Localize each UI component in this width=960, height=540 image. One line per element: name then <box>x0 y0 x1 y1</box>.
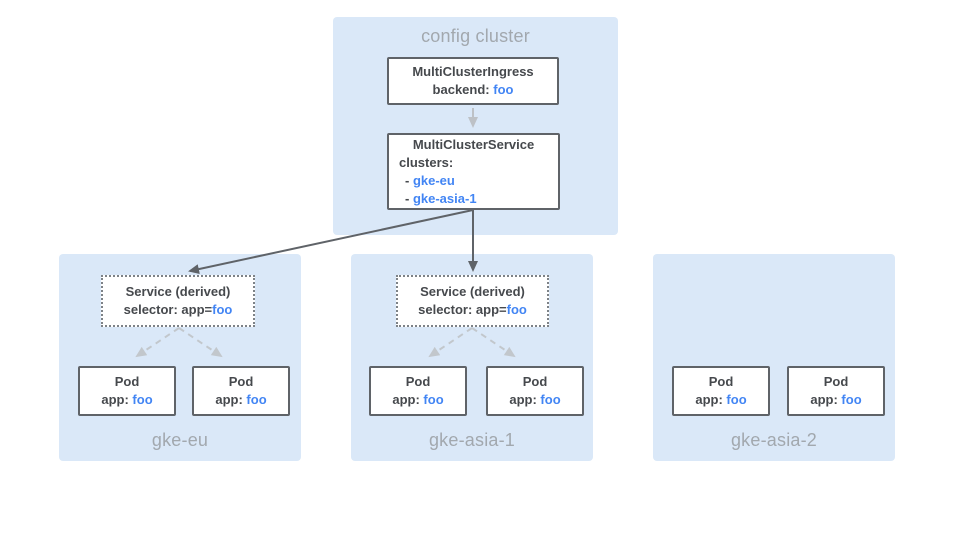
list-item-name: gke-asia-1 <box>412 190 477 206</box>
app-value: foo <box>246 392 267 407</box>
app-value: foo <box>540 392 561 407</box>
pod-title: Pod <box>228 374 254 389</box>
selector-label: selector: app= <box>418 302 507 317</box>
pod-box: Pod app: foo <box>78 366 176 416</box>
app-label: app: <box>509 392 541 407</box>
multiclusterservice-box: MultiClusterService clusters: - gke-eu -… <box>387 133 560 210</box>
config-cluster-label: config cluster <box>421 26 530 46</box>
multiclusteringress-backend-line: backend: foo <box>389 81 557 99</box>
cluster-label-gke-eu: gke-eu <box>151 430 209 450</box>
list-item-prefix: - <box>405 190 413 206</box>
cluster-list-item: - gke-eu <box>399 172 558 190</box>
pod-app-line: app: foo <box>488 391 582 409</box>
list-item-prefix: - <box>405 172 413 188</box>
derived-service-title: Service (derived) <box>420 284 525 299</box>
app-label: app: <box>392 392 424 407</box>
pod-box: Pod app: foo <box>787 366 885 416</box>
derived-service-title: Service (derived) <box>125 284 231 299</box>
app-label: app: <box>101 392 133 407</box>
pod-box: Pod app: foo <box>369 366 467 416</box>
backend-value: foo <box>493 82 514 97</box>
app-value: foo <box>423 392 444 407</box>
pod-app-line: app: foo <box>789 391 883 409</box>
pod-app-line: app: foo <box>674 391 768 409</box>
multiclusterservice-body: clusters: - gke-eu - gke-asia-1 <box>389 154 558 208</box>
pod-title: Pod <box>114 374 140 389</box>
cluster-label-gke-asia-1: gke-asia-1 <box>428 430 516 450</box>
derived-service-selector-line: selector: app=foo <box>398 301 547 319</box>
list-item-name: gke-eu <box>412 172 455 188</box>
app-label: app: <box>695 392 727 407</box>
pod-app-line: app: foo <box>194 391 288 409</box>
backend-label: backend: <box>432 82 494 97</box>
pod-title: Pod <box>405 374 431 389</box>
clusters-field-label: clusters: <box>399 154 454 170</box>
pod-box: Pod app: foo <box>672 366 770 416</box>
cluster-panel-gke-asia-2 <box>653 254 895 461</box>
multiclusteringress-box: MultiClusterIngress backend: foo <box>387 57 559 105</box>
app-value: foo <box>726 392 747 407</box>
pod-title: Pod <box>522 374 548 389</box>
multiclusterservice-title: MultiClusterService <box>412 136 535 152</box>
derived-service-box-gke-asia-1: Service (derived) selector: app=foo <box>396 275 549 327</box>
pod-app-line: app: foo <box>80 391 174 409</box>
app-label: app: <box>215 392 247 407</box>
app-value: foo <box>132 392 153 407</box>
selector-label: selector: app= <box>123 302 213 317</box>
selector-value: foo <box>212 302 233 317</box>
pod-box: Pod app: foo <box>486 366 584 416</box>
pod-title: Pod <box>823 374 849 389</box>
pod-title: Pod <box>708 374 734 389</box>
cluster-list-item: - gke-asia-1 <box>399 190 558 208</box>
app-value: foo <box>841 392 862 407</box>
pod-box: Pod app: foo <box>192 366 290 416</box>
app-label: app: <box>810 392 842 407</box>
derived-service-selector-line: selector: app=foo <box>103 301 253 319</box>
multiclusteringress-title: MultiClusterIngress <box>412 64 534 79</box>
selector-value: foo <box>506 302 527 317</box>
pod-app-line: app: foo <box>371 391 465 409</box>
derived-service-box-gke-eu: Service (derived) selector: app=foo <box>101 275 255 327</box>
cluster-label-gke-asia-2: gke-asia-2 <box>730 430 818 450</box>
